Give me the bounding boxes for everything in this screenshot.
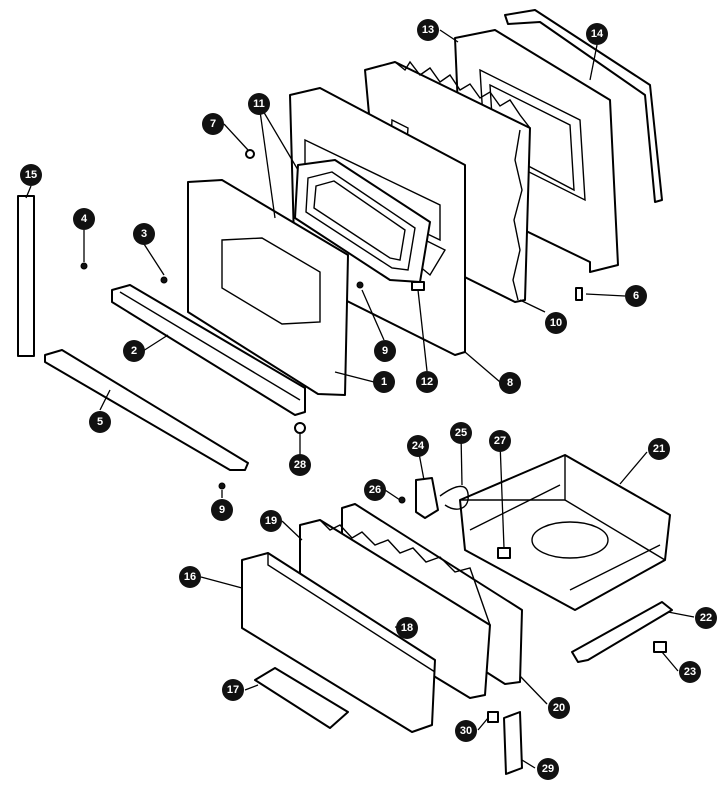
callout-21: 21 <box>648 438 670 460</box>
outer-door-panel-part <box>187 179 349 396</box>
svg-text:22: 22 <box>700 612 712 624</box>
screw-3-part <box>160 276 168 284</box>
callout-19: 19 <box>260 510 282 532</box>
clip-30-part <box>487 711 499 723</box>
callout-25: 25 <box>450 422 472 444</box>
svg-text:7: 7 <box>210 118 216 130</box>
svg-text:5: 5 <box>97 416 103 428</box>
callout-16: 16 <box>179 566 201 588</box>
bracket-28-part <box>294 422 306 434</box>
callout-9a: 9 <box>374 340 396 362</box>
callout-17: 17 <box>222 679 244 701</box>
callout-27: 27 <box>489 430 511 452</box>
svg-text:11: 11 <box>253 98 265 110</box>
svg-text:29: 29 <box>542 763 554 775</box>
svg-text:19: 19 <box>265 515 277 527</box>
callout-30: 30 <box>455 720 477 742</box>
drawer-rail-part <box>571 601 673 663</box>
svg-text:14: 14 <box>591 28 604 40</box>
door-handle-rail-part <box>111 284 306 416</box>
wire-25-part <box>439 485 469 510</box>
leader-lines <box>25 29 695 769</box>
svg-text:15: 15 <box>25 169 37 181</box>
svg-text:4: 4 <box>81 213 88 225</box>
callout-13: 13 <box>417 19 439 41</box>
callout-20: 20 <box>548 697 570 719</box>
screw-9b-part <box>218 482 226 490</box>
bracket-24-part <box>415 477 439 519</box>
screw-4-part <box>80 262 88 270</box>
callout-3: 3 <box>133 223 155 245</box>
svg-text:26: 26 <box>369 484 381 496</box>
svg-text:10: 10 <box>550 317 562 329</box>
callout-9b: 9 <box>211 499 233 521</box>
callout-1: 1 <box>373 371 395 393</box>
callout-12: 12 <box>416 371 438 393</box>
callout-14: 14 <box>586 23 608 45</box>
callout-2: 2 <box>123 340 145 362</box>
screw-9-part <box>356 281 364 289</box>
clip-7-part <box>245 149 255 159</box>
svg-text:16: 16 <box>184 571 196 583</box>
callout-28: 28 <box>289 454 311 476</box>
rail-stop-part <box>653 641 667 653</box>
callout-26: 26 <box>364 479 386 501</box>
svg-text:2: 2 <box>131 345 137 357</box>
svg-text:12: 12 <box>421 376 433 388</box>
svg-text:25: 25 <box>455 427 467 439</box>
svg-text:9: 9 <box>219 504 225 516</box>
callout-5: 5 <box>89 411 111 433</box>
svg-text:6: 6 <box>633 290 639 302</box>
drawer-handle-part <box>254 667 349 729</box>
svg-text:3: 3 <box>141 228 147 240</box>
svg-text:1: 1 <box>381 376 387 388</box>
latch-12-part <box>411 281 425 291</box>
callout-8: 8 <box>499 372 521 394</box>
clip-27-part <box>497 547 511 559</box>
door-gasket-part <box>504 9 663 203</box>
side-trim-part <box>17 195 35 357</box>
svg-text:30: 30 <box>460 725 472 737</box>
callout-22: 22 <box>695 607 717 629</box>
glide-pad-part <box>503 711 523 775</box>
bottom-trim-part <box>44 349 249 471</box>
svg-text:20: 20 <box>553 702 565 714</box>
svg-text:27: 27 <box>494 435 506 447</box>
svg-text:9: 9 <box>382 345 388 357</box>
svg-text:18: 18 <box>401 622 413 634</box>
clip-6-part <box>575 287 583 301</box>
callout-29: 29 <box>537 758 559 780</box>
svg-text:28: 28 <box>294 459 306 471</box>
svg-text:21: 21 <box>653 443 665 455</box>
svg-text:13: 13 <box>422 24 434 36</box>
callout-6: 6 <box>625 285 647 307</box>
callout-18: 18 <box>396 617 418 639</box>
svg-text:23: 23 <box>684 666 696 678</box>
callout-4: 4 <box>73 208 95 230</box>
callout-23: 23 <box>679 661 701 683</box>
svg-text:24: 24 <box>412 440 425 452</box>
svg-text:8: 8 <box>507 377 513 389</box>
svg-text:17: 17 <box>227 684 239 696</box>
callout-24: 24 <box>407 435 429 457</box>
callout-10: 10 <box>545 312 567 334</box>
callout-15: 15 <box>20 164 42 186</box>
callout-11: 11 <box>248 93 270 115</box>
callout-7: 7 <box>202 113 224 135</box>
